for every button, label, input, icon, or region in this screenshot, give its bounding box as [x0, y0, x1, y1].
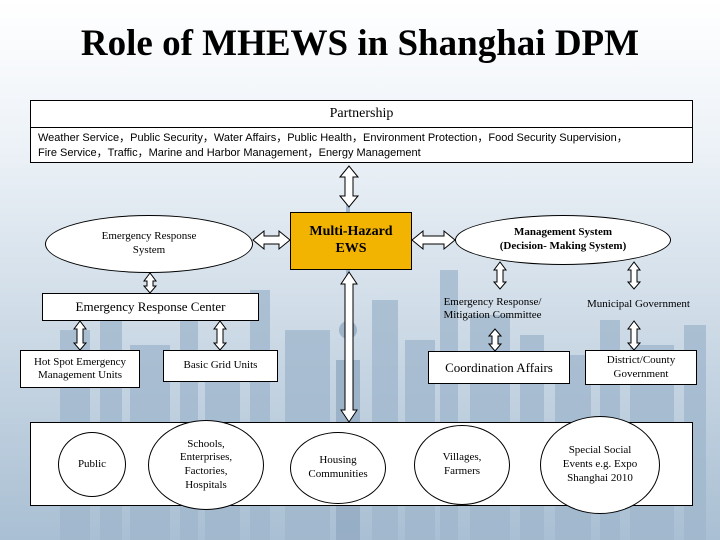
- hot-spot-units-label: Hot Spot Emergency Management Units: [33, 355, 127, 381]
- partnership-members: Weather Service，Public Security，Water Af…: [30, 127, 693, 163]
- multi-hazard-ews-node: Multi-Hazard EWS: [290, 212, 412, 270]
- public-node: Public: [58, 432, 126, 497]
- villages-farmers-label: Villages, Farmers: [442, 451, 482, 477]
- management-system-title: Management System: [513, 226, 613, 239]
- er-mitigation-committee-node: Emergency Response/ Mitigation Committee: [420, 289, 565, 329]
- special-social-events-label: Special Social Events e.g. Expo Shanghai…: [562, 444, 638, 484]
- arrow-mgmt-municipal: [626, 261, 642, 290]
- arrow-mgmt-ermc: [492, 261, 508, 290]
- municipal-government-node: Municipal Government: [587, 298, 690, 311]
- villages-farmers-node: Villages, Farmers: [414, 425, 510, 505]
- special-social-events-node: Special Social Events e.g. Expo Shanghai…: [540, 416, 660, 514]
- schools-label: Schools, Enterprises, Factories, Hospita…: [179, 437, 233, 491]
- page-title: Role of MHEWS in Shanghai DPM: [80, 23, 640, 64]
- housing-communities-label: Housing Communities: [308, 454, 368, 480]
- partnership-members-line2: Fire Service，Traffic，Marine and Harbor M…: [38, 147, 421, 159]
- district-county-government-node: District/County Government: [585, 350, 697, 385]
- hot-spot-units-node: Hot Spot Emergency Management Units: [20, 350, 140, 388]
- basic-grid-units-node: Basic Grid Units: [163, 350, 278, 382]
- emergency-response-system-label: Emergency Response System: [101, 230, 197, 256]
- partnership-header: Partnership: [30, 100, 693, 128]
- er-mitigation-committee-label: Emergency Response/ Mitigation Committee: [443, 295, 542, 321]
- management-system-subtitle: (Decision- Making System): [499, 240, 627, 252]
- emergency-response-center-node: Emergency Response Center: [42, 293, 259, 321]
- emergency-response-system-node: Emergency Response System: [45, 215, 253, 273]
- coordination-affairs-node: Coordination Affairs: [428, 351, 570, 384]
- housing-communities-node: Housing Communities: [290, 432, 386, 504]
- partnership-members-line1: Weather Service，Public Security，Water Af…: [38, 132, 628, 144]
- arrow-partnership-ews: [338, 165, 360, 208]
- district-county-government-label: District/County Government: [606, 354, 676, 380]
- multi-hazard-ews-label: Multi-Hazard EWS: [309, 224, 393, 256]
- management-system-node: Management System (Decision- Making Syst…: [455, 215, 671, 265]
- schools-node: Schools, Enterprises, Factories, Hospita…: [148, 420, 264, 510]
